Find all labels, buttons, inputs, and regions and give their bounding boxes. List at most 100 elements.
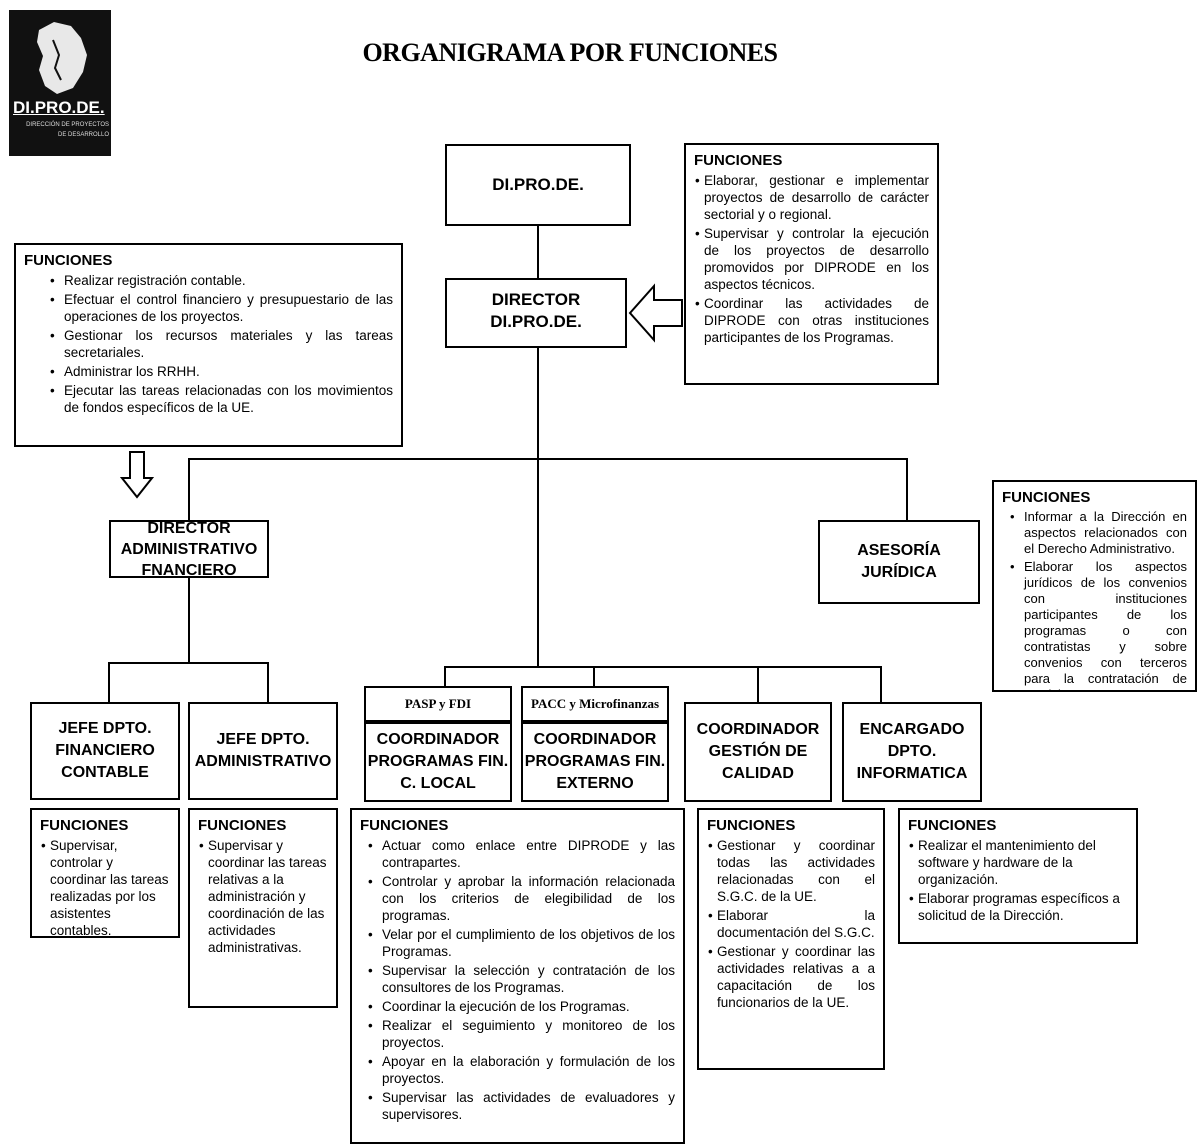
funcion-item: Elaborar, gestionar e implementar proyec… <box>695 172 929 223</box>
connector-line <box>188 578 190 662</box>
node-label: INFORMATICA <box>856 765 968 782</box>
funciones-diprode: FUNCIONES Elaborar, gestionar e implemen… <box>684 143 939 385</box>
funcion-item: Supervisar, controlar y coordinar las ta… <box>41 837 170 939</box>
funciones-heading: FUNCIONES <box>707 817 796 834</box>
funcion-item: Supervisar y coordinar las tareas relati… <box>199 837 328 956</box>
funciones-list: Actuar como enlace entre DIPRODE y las c… <box>360 837 675 1123</box>
funciones-heading: FUNCIONES <box>198 817 287 834</box>
funciones-coordinador-calidad: FUNCIONES Gestionar y coordinar todas la… <box>697 808 885 1070</box>
funciones-heading: FUNCIONES <box>40 817 129 834</box>
logo-tagline-1: DIRECCIÓN DE PROYECTOS <box>26 122 109 128</box>
funciones-heading: FUNCIONES <box>694 152 783 169</box>
funcion-item: Informar a la Dirección en aspectos rela… <box>1010 509 1187 557</box>
funciones-heading: FUNCIONES <box>1002 489 1091 506</box>
node-label: DIRECTOR <box>491 290 581 309</box>
connector-line <box>108 662 269 664</box>
funcion-item: Ejecutar las tareas relacionadas con los… <box>50 382 393 416</box>
funcion-item: Administrar los RRHH. <box>50 363 393 380</box>
node-label: EXTERNO <box>556 775 634 792</box>
connector-line <box>537 458 539 666</box>
funciones-jefe-administrativo: FUNCIONES Supervisar y coordinar las tar… <box>188 808 338 1008</box>
funcion-item: Actuar como enlace entre DIPRODE y las c… <box>368 837 675 871</box>
node-label: DPTO. <box>887 743 937 760</box>
diprode-logo: DI.PRO.DE. DIRECCIÓN DE PROYECTOS DE DES… <box>9 10 111 156</box>
funcion-item: Elaborar los aspectos jurídicos de los c… <box>1010 559 1187 690</box>
funcion-item: Coordinar las actividades de DIPRODE con… <box>695 295 929 346</box>
node-encargado-informatica: ENCARGADO DPTO. INFORMATICA <box>842 702 982 802</box>
tag-label: PASP y FDI <box>404 696 472 711</box>
node-label: PROGRAMAS FIN. <box>367 753 509 770</box>
funcion-item: Apoyar en la elaboración y formulación d… <box>368 1053 675 1087</box>
node-label: JEFE DPTO. <box>58 720 152 737</box>
uruguay-map-icon <box>37 22 87 94</box>
node-coordinador-externo: COORDINADOR PROGRAMAS FIN. EXTERNO <box>521 722 669 802</box>
node-label: GESTIÓN DE <box>708 743 808 760</box>
funcion-item: Supervisar y controlar la ejecución de l… <box>695 225 929 293</box>
connector-line <box>537 346 539 458</box>
connector-line <box>537 226 539 280</box>
funcion-item: Efectuar el control financiero y presupu… <box>50 291 393 325</box>
node-label: COORDINADOR <box>696 721 820 738</box>
funcion-item: Elaborar programas específicos a solicit… <box>909 890 1128 924</box>
funcion-item: Gestionar y coordinar todas las activida… <box>708 837 875 905</box>
funciones-heading: FUNCIONES <box>908 817 997 834</box>
node-label: JEFE DPTO. <box>216 731 310 748</box>
funcion-item: Elaborar la documentación del S.G.C. <box>708 907 875 941</box>
node-label: CONTABLE <box>61 764 149 781</box>
node-diprode: DI.PRO.DE. <box>445 144 631 226</box>
node-label: FNANCIERO <box>141 561 237 579</box>
funciones-list: Supervisar y coordinar las tareas relati… <box>198 837 328 956</box>
funcion-item: Supervisar las actividades de evaluadore… <box>368 1089 675 1123</box>
connector-line <box>188 458 908 460</box>
funciones-list: Elaborar, gestionar e implementar proyec… <box>694 172 929 346</box>
connector-line <box>267 662 269 702</box>
funcion-item: Gestionar y coordinar las actividades re… <box>708 943 875 1011</box>
funciones-juridica: FUNCIONES Informar a la Dirección en asp… <box>992 480 1197 692</box>
page-title: ORGANIGRAMA POR FUNCIONES <box>362 38 778 67</box>
node-label: DI.PRO.DE. <box>492 175 584 194</box>
node-label: FINANCIERO <box>55 742 155 759</box>
funciones-jefe-financiero: FUNCIONES Supervisar, controlar y coordi… <box>30 808 180 938</box>
node-label: DI.PRO.DE. <box>490 312 582 331</box>
connector-line <box>444 666 882 668</box>
node-label: ENCARGADO <box>859 721 965 738</box>
node-coordinador-calidad: COORDINADOR GESTIÓN DE CALIDAD <box>684 702 832 802</box>
node-label: COORDINADOR <box>533 731 657 748</box>
funciones-heading: FUNCIONES <box>360 817 449 834</box>
logo-tagline-2: DE DESARROLLO <box>57 132 109 138</box>
tag-pacc-microfinanzas: PACC y Microfinanzas <box>521 686 669 722</box>
funciones-list: Realizar el mantenimiento del software y… <box>908 837 1128 924</box>
connector-line <box>108 662 110 702</box>
node-jefe-financiero: JEFE DPTO. FINANCIERO CONTABLE <box>30 702 180 800</box>
funciones-informatica: FUNCIONES Realizar el mantenimiento del … <box>898 808 1138 944</box>
funciones-coordinadores: FUNCIONES Actuar como enlace entre DIPRO… <box>350 808 685 1144</box>
node-label: ASESORÍA JURÍDICA <box>857 542 941 581</box>
funcion-item: Realizar el mantenimiento del software y… <box>909 837 1128 888</box>
tag-pasp-fdi: PASP y FDI <box>364 686 512 722</box>
connector-line <box>880 666 882 702</box>
tag-label: PACC y Microfinanzas <box>530 696 660 711</box>
funciones-admin: FUNCIONES Realizar registración contable… <box>14 243 403 447</box>
node-label: PROGRAMAS FIN. <box>524 753 666 770</box>
node-director: DIRECTOR DI.PRO.DE. <box>445 278 627 348</box>
node-label: ADMINISTRATIVO <box>120 540 258 558</box>
left-arrow-icon <box>628 283 683 343</box>
funciones-list: Gestionar y coordinar todas las activida… <box>707 837 875 1011</box>
funcion-item: Supervisar la selección y contratación d… <box>368 962 675 996</box>
funciones-list: Supervisar, controlar y coordinar las ta… <box>40 837 170 939</box>
node-jefe-administrativo: JEFE DPTO. ADMINISTRATIVO <box>188 702 338 800</box>
node-label: COORDINADOR <box>376 731 500 748</box>
funcion-item: Coordinar la ejecución de los Programas. <box>368 998 675 1015</box>
node-label: C. LOCAL <box>400 775 476 792</box>
funciones-heading: FUNCIONES <box>24 252 113 269</box>
funciones-list: Informar a la Dirección en aspectos rela… <box>1002 509 1187 690</box>
node-label: ADMINISTRATIVO <box>194 753 332 770</box>
funcion-item: Gestionar los recursos materiales y las … <box>50 327 393 361</box>
down-arrow-icon <box>120 451 154 499</box>
node-asesoria-juridica: ASESORÍA JURÍDICA <box>818 520 980 604</box>
funcion-item: Realizar el seguimiento y monitoreo de l… <box>368 1017 675 1051</box>
connector-line <box>906 458 908 520</box>
node-label: CALIDAD <box>721 765 794 782</box>
connector-line <box>188 458 190 520</box>
